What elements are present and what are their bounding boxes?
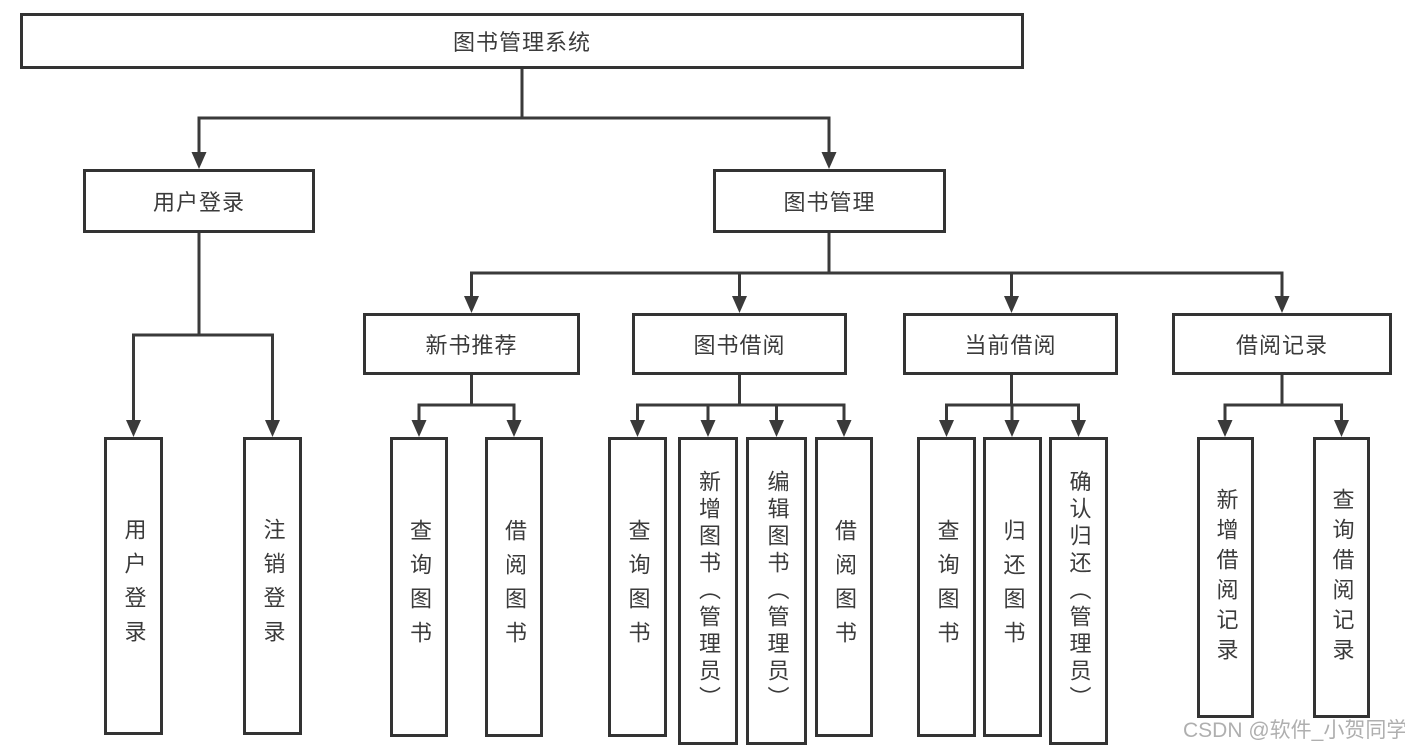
node-label: 新增借阅记录	[1213, 487, 1239, 668]
node-label: 新增图书（管理员）	[696, 469, 721, 713]
node-label: 借阅图书	[832, 519, 857, 655]
node-label: 查询图书	[934, 519, 960, 655]
connector-book-borrow-split	[630, 373, 852, 437]
node-label: 图书管理系统	[452, 30, 591, 55]
node-label: 当前借阅	[964, 333, 1057, 358]
node-label: 新书推荐	[425, 333, 518, 358]
leaf-logout: 注销登录	[243, 437, 302, 735]
leaf-query-book-3: 查询图书	[917, 437, 976, 737]
node-label: 编辑图书（管理员）	[764, 469, 790, 713]
node-label: 查询图书	[625, 519, 651, 655]
node-label: 借阅记录	[1235, 333, 1328, 358]
connector-borrow-record-split	[1217, 373, 1349, 437]
node-label: 查询借阅记录	[1329, 487, 1355, 668]
node-library-system-root: 图书管理系统	[20, 13, 1024, 69]
leaf-borrow-book-1: 借阅图书	[485, 437, 543, 737]
leaf-edit-book-admin: 编辑图书（管理员）	[746, 437, 807, 745]
node-book-management: 图书管理	[713, 169, 946, 233]
connector-root-split	[191, 67, 837, 169]
node-current-borrow: 当前借阅	[903, 313, 1118, 375]
node-label: 用户登录	[121, 518, 147, 654]
node-label: 确认归还（管理员）	[1066, 469, 1092, 713]
node-label: 归还图书	[1000, 519, 1026, 655]
connector-current-borrow-split	[939, 373, 1086, 437]
leaf-borrow-book-2: 借阅图书	[815, 437, 873, 737]
node-label: 借阅图书	[502, 519, 527, 655]
connector-user-login-split	[126, 231, 280, 437]
leaf-return-book: 归还图书	[983, 437, 1042, 737]
node-label: 注销登录	[260, 518, 286, 654]
node-label: 图书管理	[783, 190, 876, 215]
node-user-login: 用户登录	[83, 169, 315, 233]
leaf-query-book-2: 查询图书	[608, 437, 667, 737]
node-label: 图书借阅	[693, 333, 786, 358]
connector-book-mgmt-split	[464, 231, 1290, 313]
csdn-watermark: CSDN @软件_小贺同学	[1183, 719, 1405, 742]
node-label: 查询图书	[407, 519, 432, 655]
leaf-user-login: 用户登录	[104, 437, 163, 735]
node-label: 用户登录	[152, 190, 245, 215]
leaf-query-borrow-record: 查询借阅记录	[1313, 437, 1370, 718]
node-new-book-recommend: 新书推荐	[363, 313, 580, 375]
node-book-borrow: 图书借阅	[632, 313, 847, 375]
leaf-add-borrow-record: 新增借阅记录	[1197, 437, 1254, 718]
leaf-add-book-admin: 新增图书（管理员）	[678, 437, 738, 745]
node-borrow-record: 借阅记录	[1172, 313, 1392, 375]
connector-new-book-split	[411, 373, 522, 437]
leaf-confirm-return-admin: 确认归还（管理员）	[1049, 437, 1108, 745]
leaf-query-book-1: 查询图书	[390, 437, 448, 737]
